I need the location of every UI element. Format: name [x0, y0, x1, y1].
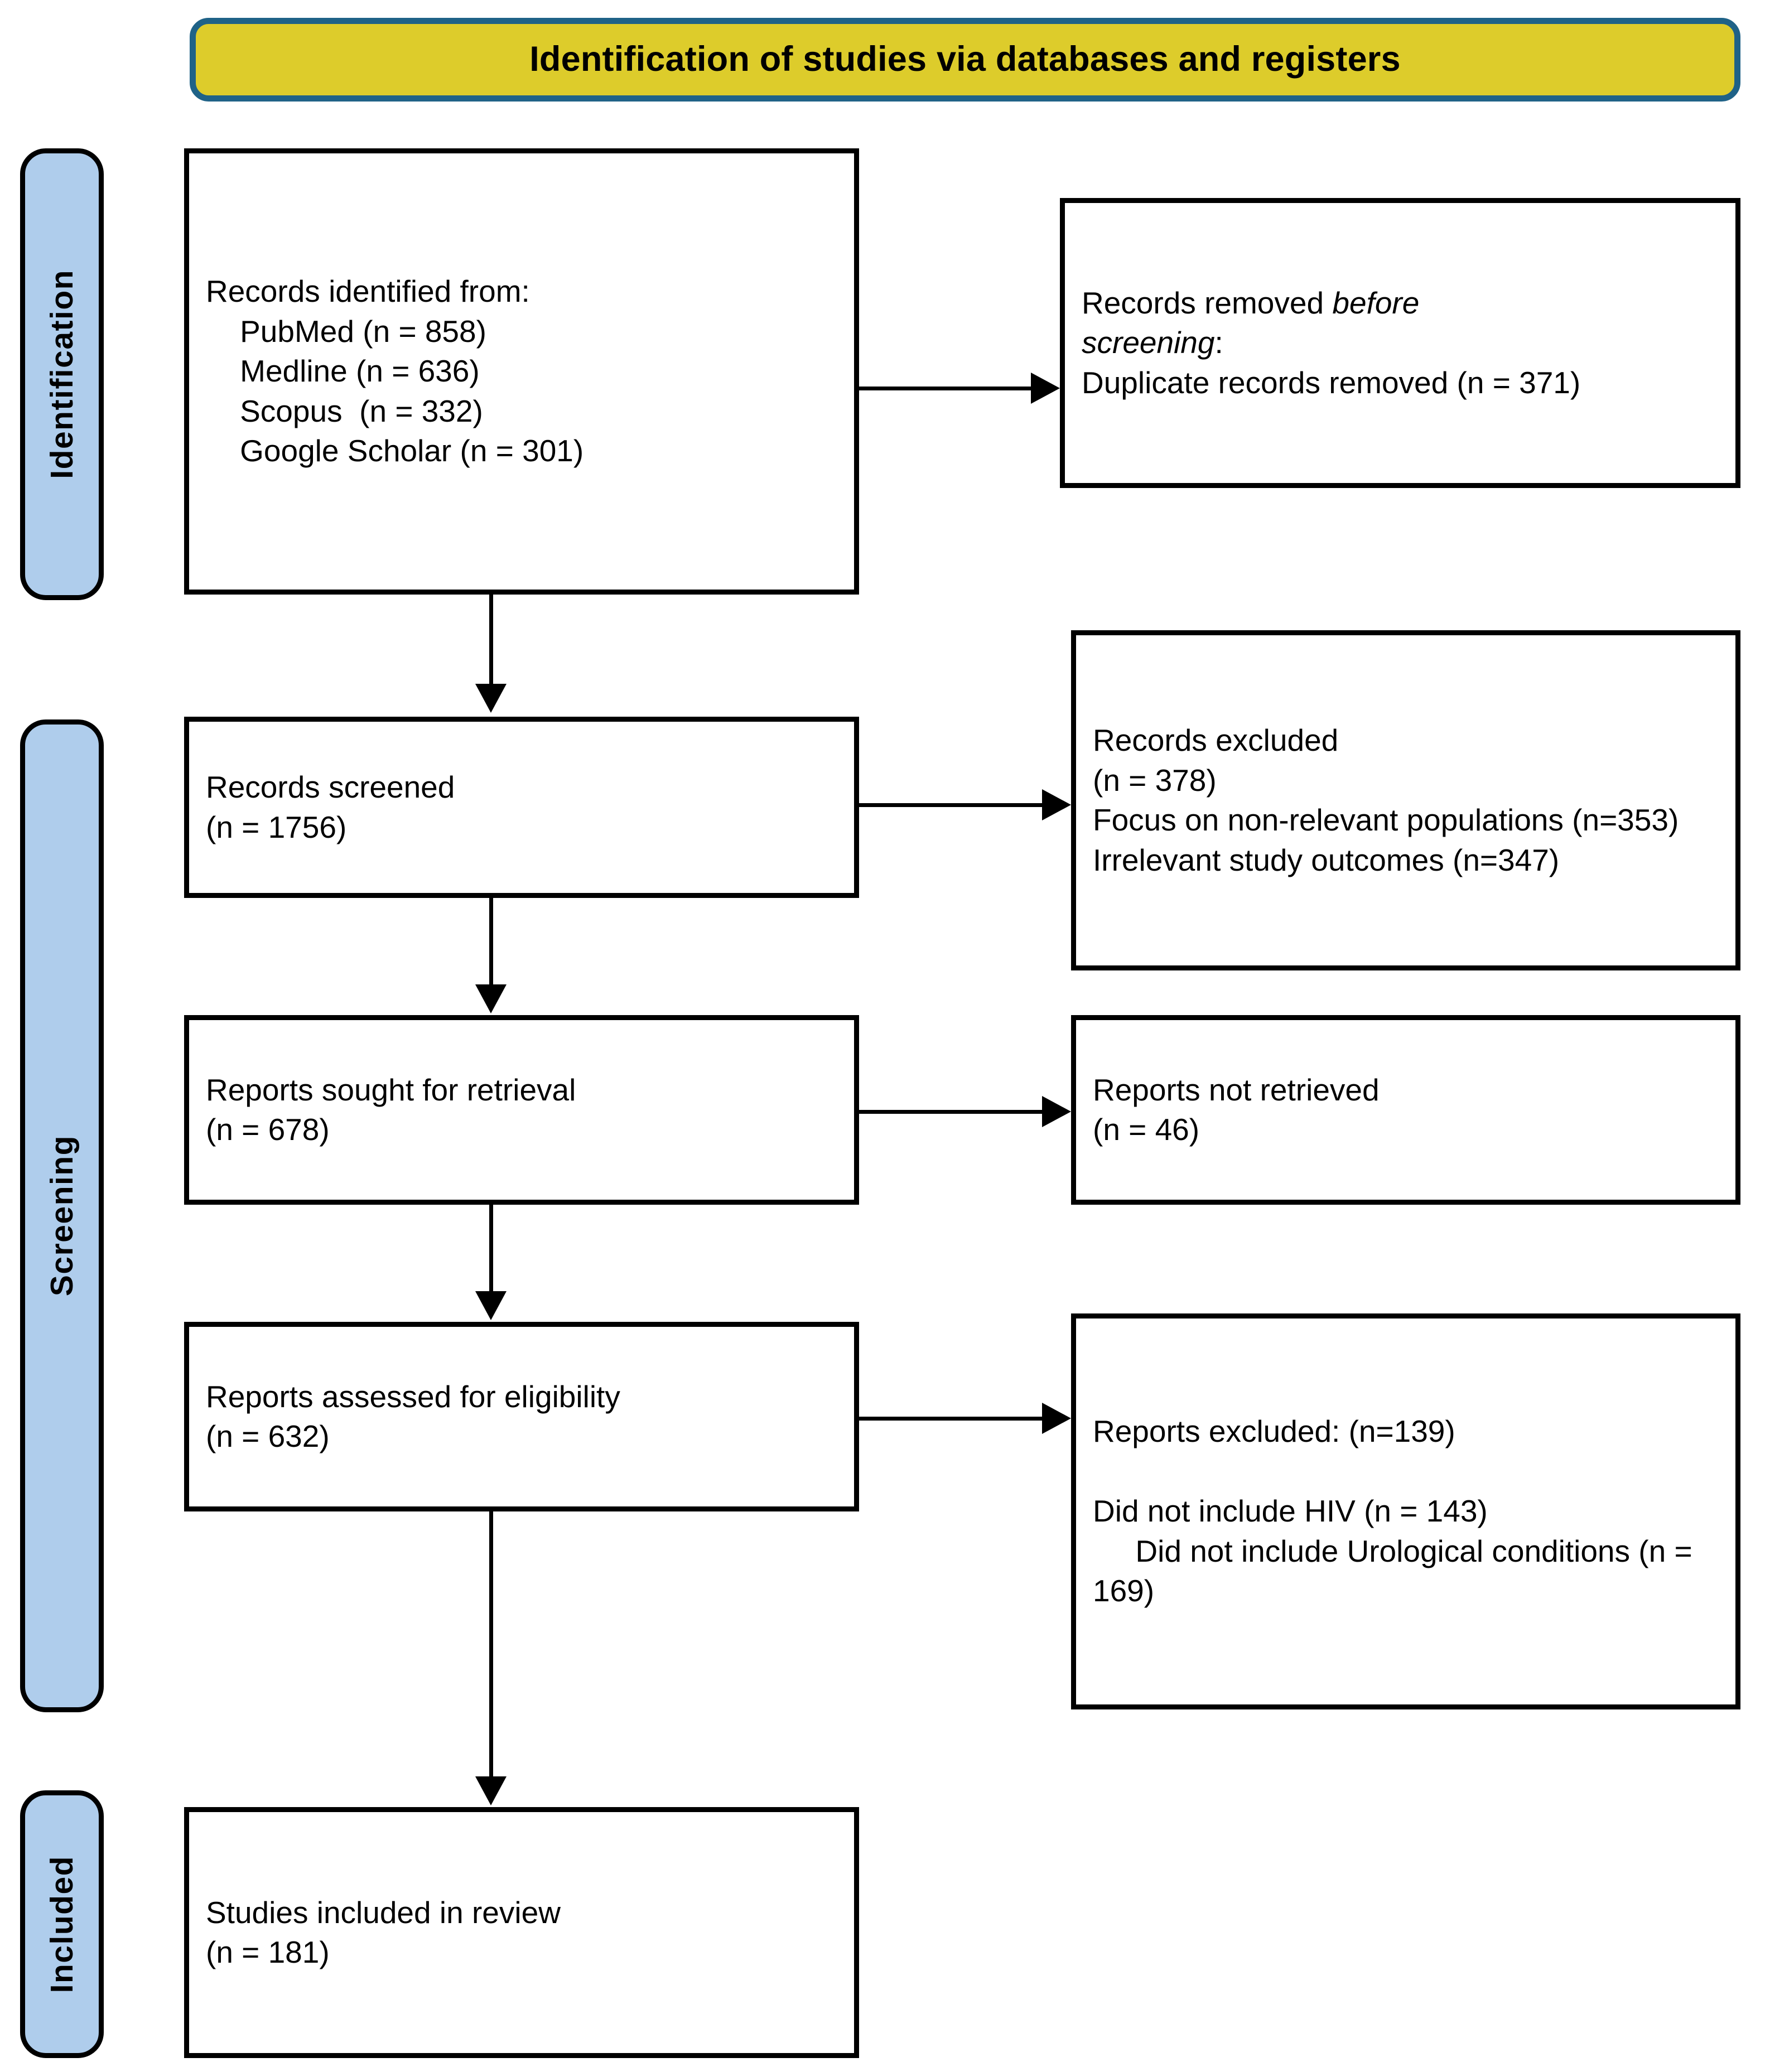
records-removed-italic-screening: screening [1082, 325, 1215, 360]
connector-assessed-to-excluded [859, 1417, 1043, 1421]
box-studies-included-text: Studies included in review (n = 181) [206, 1895, 561, 1970]
box-reports-assessed: Reports assessed for eligibility (n = 63… [184, 1322, 859, 1511]
box-records-excluded: Records excluded (n = 378) Focus on non-… [1071, 630, 1740, 970]
box-reports-assessed-text: Reports assessed for eligibility (n = 63… [206, 1379, 620, 1454]
box-reports-sought-text: Reports sought for retrieval (n = 678) [206, 1072, 576, 1147]
box-reports-excluded-text: Reports excluded: (n=139) Did not includ… [1093, 1414, 1692, 1609]
connector-screened-to-excluded [859, 803, 1043, 807]
connector-sought-to-assessed [489, 1205, 493, 1291]
records-removed-lead: Records removed [1082, 285, 1333, 320]
arrowhead-assessed-to-included [475, 1776, 507, 1805]
connector-screened-to-sought [489, 898, 493, 984]
arrowhead-assessed-to-excluded [1042, 1403, 1071, 1434]
arrowhead-screened-to-excluded [1042, 789, 1071, 820]
records-removed-italic-before: before [1332, 285, 1420, 320]
arrowhead-identified-to-screened [475, 684, 507, 713]
stage-label-screening: Screening [44, 1135, 80, 1297]
stage-band-identification: Identification [20, 148, 104, 600]
box-records-identified: Records identified from: PubMed (n = 858… [184, 148, 859, 595]
box-reports-not-retrieved: Reports not retrieved (n = 46) [1071, 1015, 1740, 1205]
arrowhead-identified-to-removed [1031, 373, 1060, 404]
box-records-removed-text: Records removed before screening: Duplic… [1065, 283, 1595, 403]
box-studies-included: Studies included in review (n = 181) [184, 1807, 859, 2058]
diagram-title: Identification of studies via databases … [529, 40, 1401, 79]
box-records-identified-text: Records identified from: PubMed (n = 858… [206, 274, 584, 469]
connector-sought-to-not-retrieved [859, 1110, 1043, 1114]
diagram-header-banner: Identification of studies via databases … [190, 18, 1740, 102]
box-reports-not-retrieved-text: Reports not retrieved (n = 46) [1093, 1072, 1380, 1147]
box-records-excluded-text: Records excluded (n = 378) Focus on non-… [1093, 723, 1679, 877]
arrowhead-sought-to-not-retrieved [1042, 1096, 1071, 1127]
box-records-screened: Records screened (n = 1756) [184, 717, 859, 898]
records-removed-tail: : Duplicate records removed (n = 371) [1082, 325, 1581, 400]
stage-label-included: Included [44, 1855, 80, 1993]
stage-label-identification: Identification [44, 269, 80, 479]
arrowhead-screened-to-sought [475, 984, 507, 1013]
connector-assessed-to-included [489, 1511, 493, 1776]
box-reports-excluded: Reports excluded: (n=139) Did not includ… [1071, 1313, 1740, 1709]
box-records-removed-before-screening: Records removed before screening: Duplic… [1060, 198, 1740, 488]
connector-identified-to-removed [859, 387, 1032, 390]
box-records-screened-text: Records screened (n = 1756) [206, 770, 455, 844]
arrowhead-sought-to-assessed [475, 1291, 507, 1320]
box-reports-sought: Reports sought for retrieval (n = 678) [184, 1015, 859, 1205]
connector-identified-to-screened [489, 595, 493, 684]
stage-band-included: Included [20, 1790, 104, 2058]
stage-band-screening: Screening [20, 719, 104, 1712]
